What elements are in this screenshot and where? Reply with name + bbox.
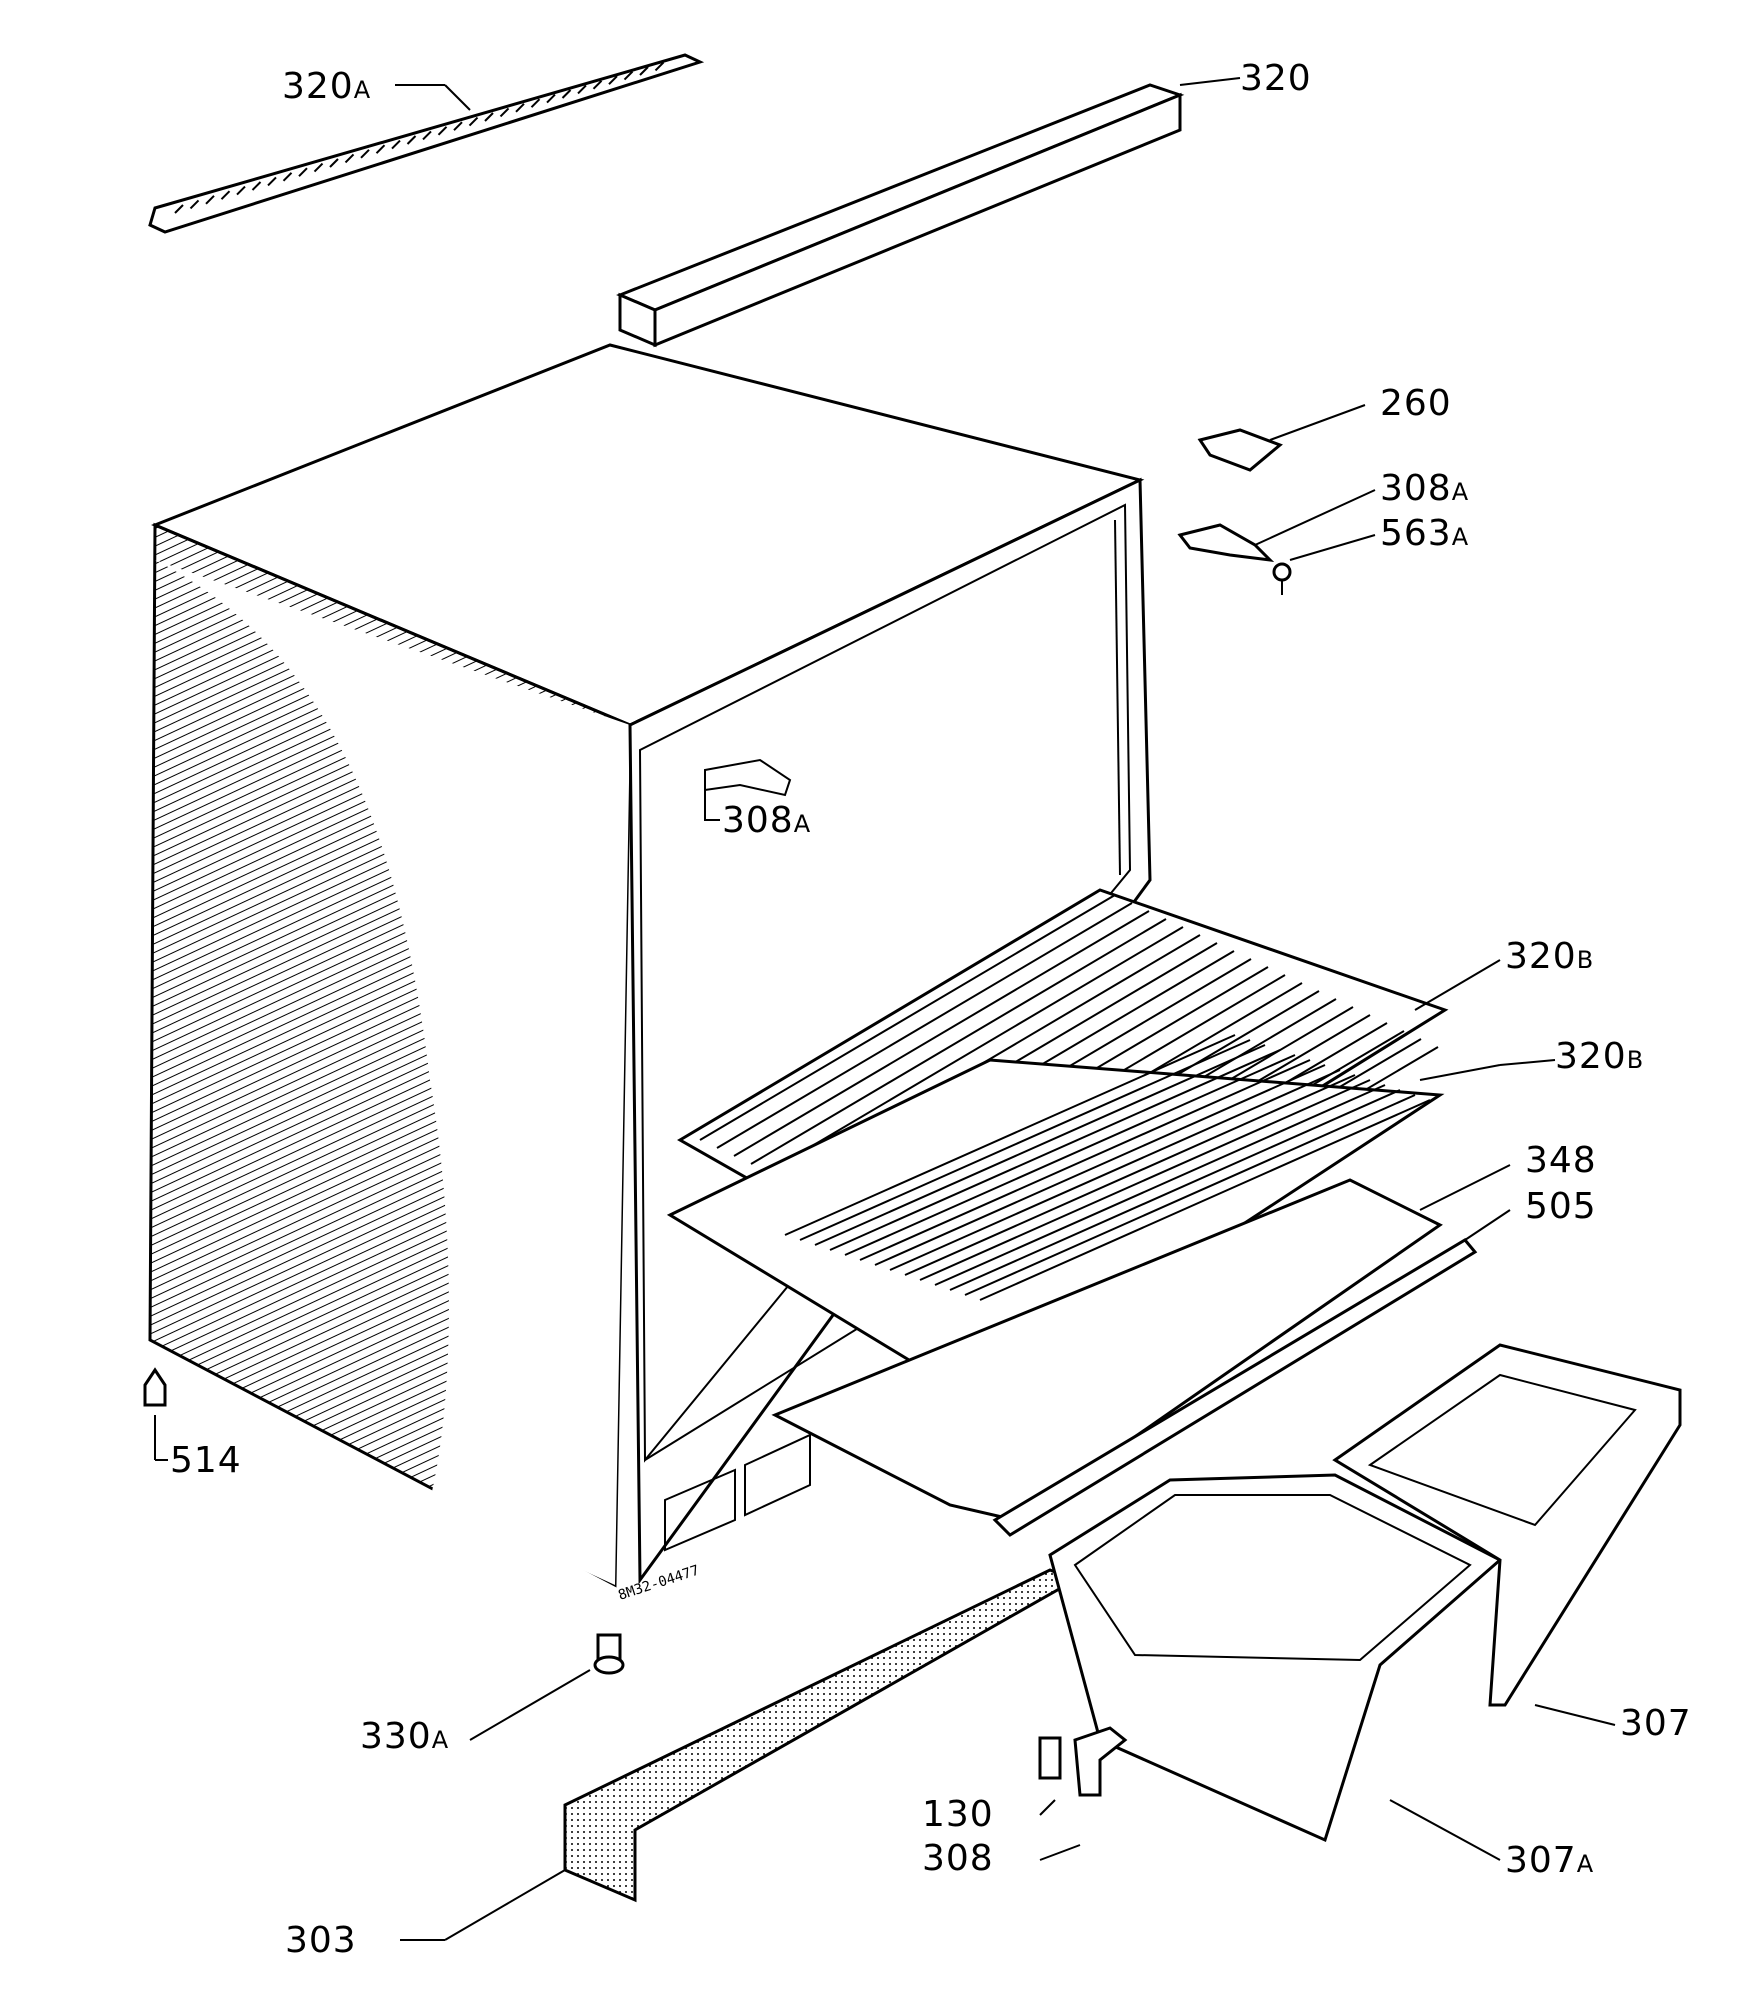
callout-514: 514 xyxy=(170,1440,242,1481)
strip-505 xyxy=(992,1238,1478,1537)
callout-320: 320 xyxy=(1240,58,1312,99)
callout-320b-lower: 320B xyxy=(1555,1036,1644,1077)
hinge-bracket-308a xyxy=(1177,523,1275,563)
callout-307: 307 xyxy=(1620,1703,1692,1744)
glass-plate-348 xyxy=(771,1178,1443,1522)
crisper-drawer-307a xyxy=(1048,1473,1503,1843)
wire-shelf-lower xyxy=(666,1034,1445,1402)
callout-307a: 307A xyxy=(1505,1840,1594,1881)
hinge-part-308 xyxy=(1073,1726,1128,1797)
foot-cap-514 xyxy=(143,1367,167,1407)
callout-320b-upper: 320B xyxy=(1505,936,1594,977)
hinge-part-130 xyxy=(1038,1736,1062,1780)
callout-303: 303 xyxy=(285,1920,357,1961)
hinge-plate-260 xyxy=(1197,428,1283,472)
adjustable-foot-330a xyxy=(593,1633,625,1675)
callout-308a-inner: 308A xyxy=(722,800,811,841)
drawing-code: 8M32-04477 xyxy=(616,1563,701,1604)
vent-strip-320a xyxy=(148,53,705,234)
callout-505: 505 xyxy=(1525,1186,1597,1227)
kick-plate-303 xyxy=(563,1568,1079,1903)
callout-320a: 320A xyxy=(282,66,371,107)
callout-348: 348 xyxy=(1525,1140,1597,1181)
callout-308a-top: 308A xyxy=(1380,468,1469,509)
callout-563a: 563A xyxy=(1380,513,1469,554)
screw-563a xyxy=(1272,562,1292,595)
callout-308: 308 xyxy=(922,1838,994,1879)
callout-330a: 330A xyxy=(360,1716,449,1757)
top-cover-bar-320 xyxy=(616,83,1185,348)
callout-130: 130 xyxy=(922,1794,994,1835)
callout-260: 260 xyxy=(1380,383,1452,424)
crisper-drawer-307 xyxy=(1332,1343,1682,1707)
leader-lines xyxy=(154,77,1616,1941)
